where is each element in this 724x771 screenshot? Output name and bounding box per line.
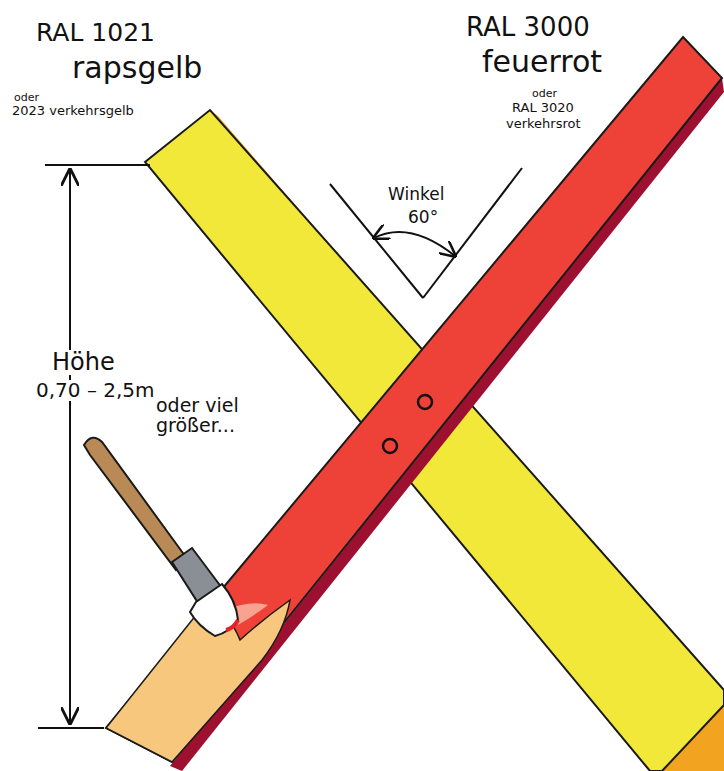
screw bbox=[383, 439, 397, 453]
dimension-value: 0,70 – 2,5m bbox=[34, 380, 157, 401]
angle-arc bbox=[374, 232, 455, 256]
unpainted-wood bbox=[106, 600, 290, 762]
alt-color: verkehrsrot bbox=[506, 117, 581, 131]
dimension-tick bbox=[45, 164, 150, 166]
brush-paint bbox=[226, 620, 238, 630]
screw bbox=[418, 395, 432, 409]
alt-color: 2023 verkehrsgelb bbox=[12, 104, 134, 118]
note: oder bbox=[532, 88, 557, 100]
angle-label: Winkel bbox=[388, 186, 444, 204]
color-code: RAL 3000 bbox=[466, 14, 590, 41]
brush-bristles bbox=[190, 584, 238, 636]
dimension-label: Höhe bbox=[50, 350, 117, 375]
color-name: feuerrot bbox=[482, 46, 602, 78]
red-beam bbox=[106, 37, 722, 762]
color-code: RAL 1021 bbox=[36, 20, 155, 46]
dimension-tick bbox=[38, 727, 104, 729]
note: oder viel größer... bbox=[156, 396, 306, 436]
note: oder bbox=[14, 92, 39, 104]
color-name: rapsgelb bbox=[72, 52, 202, 84]
alt-color: RAL 3020 bbox=[512, 101, 574, 115]
angle-value: 60° bbox=[408, 209, 438, 227]
brush-handle bbox=[84, 438, 188, 570]
dimension-line bbox=[69, 170, 71, 723]
